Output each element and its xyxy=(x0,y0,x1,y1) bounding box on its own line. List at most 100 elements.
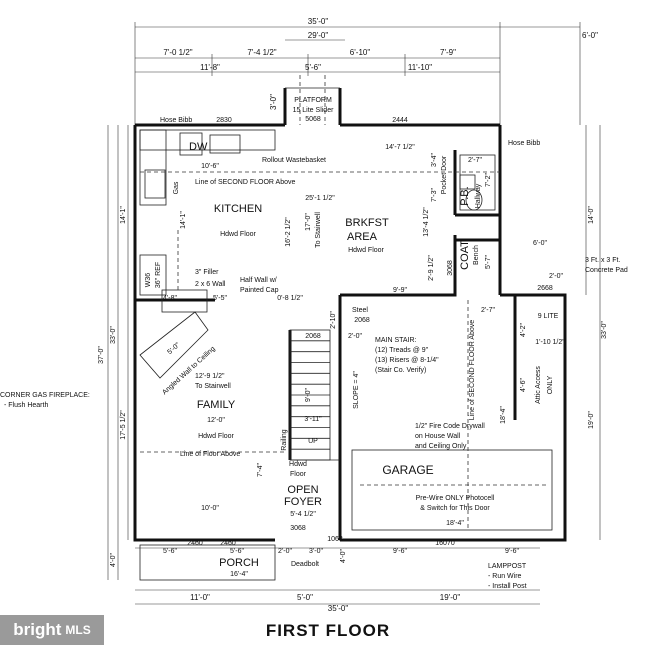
dim-9-9: 9'-9" xyxy=(393,287,407,294)
to-stairwell-1: To Stairwell xyxy=(315,212,322,248)
pb-fixtures xyxy=(459,154,496,211)
steel-label: Steel xyxy=(352,307,368,314)
brkfst-floor: Hdwd Floor xyxy=(348,247,384,254)
dim-r2-a: 11'-8" xyxy=(200,63,220,72)
dim-b2-b: 5'-0" xyxy=(297,593,313,602)
dim-r1-d: 7'-9" xyxy=(440,48,456,57)
dim-right-19: 19'-0" xyxy=(588,411,595,429)
family-floor: Hdwd Floor xyxy=(198,433,234,440)
dim-b1-e: 9'-6" xyxy=(393,548,407,555)
dim-left-17-5: 17'-5 1/2" xyxy=(120,410,127,440)
pocket-door: Pocket Door xyxy=(441,155,448,194)
interior-walls xyxy=(135,150,517,540)
railing-label: Railing xyxy=(281,429,288,451)
dishwasher-label: DW xyxy=(189,141,208,153)
deadbolt-label: Deadbolt xyxy=(291,561,319,568)
floor-title: FIRST FLOOR xyxy=(266,621,390,640)
dim-k-14-7: 14'-7 1/2" xyxy=(385,144,415,151)
pad-note-1: 3 Ft. x 3 Ft. xyxy=(585,257,620,264)
dim-k-10-6: 10'-6" xyxy=(201,163,219,170)
dim-k-25-1: 25'-1 1/2" xyxy=(305,195,335,202)
brand-name: bright xyxy=(13,620,62,639)
dim-right-14-0: 14'-0" xyxy=(588,206,595,224)
platform-code: 5068 xyxy=(305,116,321,123)
hdwd-label-2: Floor xyxy=(290,471,307,478)
dim-12-9: 12'-9 1/2" xyxy=(195,373,225,380)
dim-r1-c: 6'-10" xyxy=(350,48,371,57)
brand-watermark: bright MLS xyxy=(0,615,104,645)
pad-note-2: Concrete Pad xyxy=(585,267,628,274)
dim-k-16-2: 16'-2 1/2" xyxy=(285,217,292,247)
slope-note: SLOPE = 4" xyxy=(353,371,360,409)
line-floor-above: Line of Floor Above xyxy=(180,451,240,458)
dim-pb-2-7: 2'-7" xyxy=(468,157,482,164)
dim-b1-b: 5'-6" xyxy=(230,548,244,555)
dim-5-5: 5'-5" xyxy=(213,295,227,302)
porch-label: PORCH xyxy=(219,557,259,569)
fireplace-note-1: CORNER GAS FIREPLACE: xyxy=(0,392,90,399)
dim-left-14-1: 14'-1" xyxy=(120,206,127,224)
main-stair-note: MAIN STAIR: xyxy=(375,337,417,344)
dim-coat-3068: 3068 xyxy=(447,260,454,276)
garage-label: GARAGE xyxy=(382,463,433,477)
ref-label: 36" REF xyxy=(155,262,162,288)
to-stairwell-2: To Stairwell xyxy=(195,383,231,390)
porch xyxy=(139,544,276,581)
dim-pb-7-3: 7'-3" xyxy=(431,188,438,202)
halfwall-note-1: Half Wall w/ xyxy=(240,277,277,284)
dim-3068: 3068 xyxy=(290,525,306,532)
open-label: OPEN xyxy=(287,484,318,496)
attic-label-1: Attic Access xyxy=(535,366,542,404)
dim-2068-b: 2068 xyxy=(305,333,321,340)
nine-lite-label: 9 LITE xyxy=(538,313,559,320)
filler-note: 3" Filler xyxy=(195,269,219,276)
pb-label: P.B. xyxy=(459,186,471,205)
dim-r1-b: 7'-4 1/2" xyxy=(247,48,276,57)
window-2444: 2444 xyxy=(392,117,408,124)
dim-2068-a: 2068 xyxy=(354,317,370,324)
kitchen-counters xyxy=(139,129,276,313)
dim-plat-v: 3'-0" xyxy=(269,94,278,110)
fireplace xyxy=(139,311,209,379)
dim-4-2: 4'-2" xyxy=(520,323,527,337)
dim-18-4-v: 18'-4" xyxy=(500,406,507,424)
family-label: FAMILY xyxy=(197,399,236,411)
dim-b3: 35'-0" xyxy=(328,604,349,613)
dim-r1-a: 7'-0 1/2" xyxy=(163,48,192,57)
dim-2-0-pad: 2'-0" xyxy=(549,273,563,280)
coat-label: COAT xyxy=(459,240,471,270)
dim-pb-3-4: 3'-4" xyxy=(431,153,438,167)
dim-7-4: 7'-4" xyxy=(257,463,264,477)
window-2830: 2830 xyxy=(216,117,232,124)
gas-label: Gas xyxy=(173,181,180,194)
side-dimension-lines xyxy=(107,125,601,605)
wall-note: 2 x 6 Wall xyxy=(195,281,226,288)
firecode-note-3: and Ceiling Only xyxy=(415,443,467,450)
dim-top-29: 29'-0" xyxy=(308,31,329,40)
main-stair xyxy=(289,329,331,461)
dim-2-10: 2'-10" xyxy=(330,311,337,329)
prewire-note-1: Pre-Wire ONLY Photocell xyxy=(416,495,495,502)
hose-bibb-left: Hose Bibb xyxy=(160,117,192,124)
firecode-note-1: 1/2" Fire Code Drywall xyxy=(415,423,485,430)
top-dimension-lines xyxy=(134,22,581,125)
garage-door xyxy=(351,449,553,531)
brkfst-label-2: AREA xyxy=(347,231,378,243)
coat-sub: Bench xyxy=(473,245,480,265)
dim-1068: 1068 xyxy=(327,536,343,543)
fireplace-note-2: - Flush Hearth xyxy=(4,402,48,409)
family-dim: 12'-0" xyxy=(207,417,225,424)
dim-2460-a: 2460 xyxy=(187,540,203,547)
dim-9-0: 9'-0" xyxy=(305,388,312,402)
dim-left-4-0: 4'-0" xyxy=(110,553,117,567)
dim-b1-c: 2'-0" xyxy=(278,548,292,555)
up-label: UP xyxy=(308,438,318,445)
dim-2-7-garage: 2'-7" xyxy=(481,307,495,314)
dim-2668: 2668 xyxy=(537,285,553,292)
dim-5-4: 5'-4 1/2" xyxy=(290,511,316,518)
hdwd-label-1: Hdwd xyxy=(289,461,307,468)
dim-16070: 16070 xyxy=(435,540,455,547)
prewire-note-2: & Switch for This Door xyxy=(420,505,490,512)
dim-b1-d: 3'-0" xyxy=(309,548,323,555)
